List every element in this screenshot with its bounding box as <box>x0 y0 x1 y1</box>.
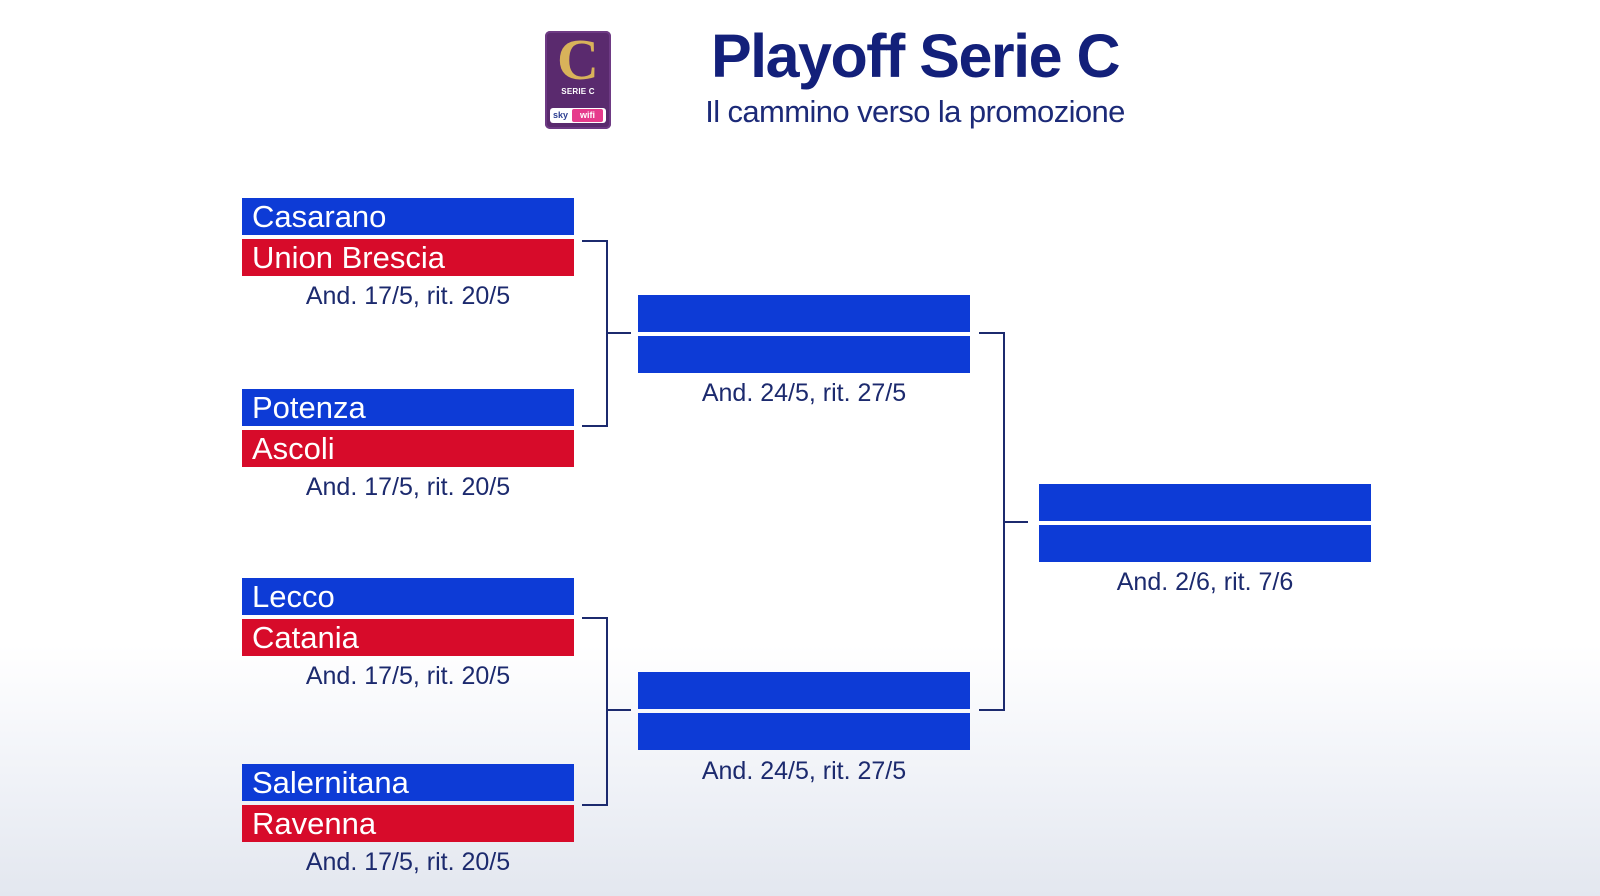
logo-label: SERIE C <box>561 87 595 96</box>
r1-match2-away-team: Ascoli <box>242 430 574 467</box>
r2-match1-home-slot <box>638 295 970 332</box>
r1-match3-home-team: Lecco <box>242 578 574 615</box>
sponsor-badge: sky wifi <box>550 108 606 123</box>
r1-match3-dates: And. 17/5, rit. 20/5 <box>305 662 511 690</box>
connector-bottom-vertical <box>606 617 608 806</box>
r2-match2-away-slot <box>638 713 970 750</box>
r2-match2-dates: And. 24/5, rit. 27/5 <box>701 757 907 785</box>
r1-match3-away-team: Catania <box>242 619 574 656</box>
r1-match1-away-team: Union Brescia <box>242 239 574 276</box>
connector-r1m3-out <box>582 617 607 619</box>
connector-r1m2-out <box>582 425 607 427</box>
logo-letter: C <box>557 27 599 92</box>
connector-to-final <box>1003 521 1028 523</box>
final-away-slot <box>1039 525 1371 562</box>
connector-bottom-to-r2 <box>606 709 631 711</box>
r2-match1-dates: And. 24/5, rit. 27/5 <box>701 379 907 407</box>
r1-match2-home-team: Potenza <box>242 389 574 426</box>
r2-match1-away-slot <box>638 336 970 373</box>
r1-match4-dates: And. 17/5, rit. 20/5 <box>305 848 511 876</box>
page-subtitle: Il cammino verso la promozione <box>705 94 1125 129</box>
final-home-slot <box>1039 484 1371 521</box>
connector-r1m4-out <box>582 804 607 806</box>
connector-r2m1-out <box>979 332 1004 334</box>
connector-r2m2-out <box>979 709 1004 711</box>
r1-match2-dates: And. 17/5, rit. 20/5 <box>305 473 511 501</box>
serie-c-logo: C SERIE C sky wifi <box>545 31 611 129</box>
connector-top-to-r2 <box>606 332 631 334</box>
connector-r1m1-out <box>582 240 607 242</box>
r1-match1-home-team: Casarano <box>242 198 574 235</box>
r1-match4-away-team: Ravenna <box>242 805 574 842</box>
r2-match2-home-slot <box>638 672 970 709</box>
sponsor-wifi: wifi <box>572 109 603 122</box>
final-dates: And. 2/6, rit. 7/6 <box>1116 568 1294 596</box>
r1-match1-dates: And. 17/5, rit. 20/5 <box>305 282 511 310</box>
sponsor-sky: sky <box>553 110 569 120</box>
page-title: Playoff Serie C <box>710 22 1121 90</box>
r1-match4-home-team: Salernitana <box>242 764 574 801</box>
